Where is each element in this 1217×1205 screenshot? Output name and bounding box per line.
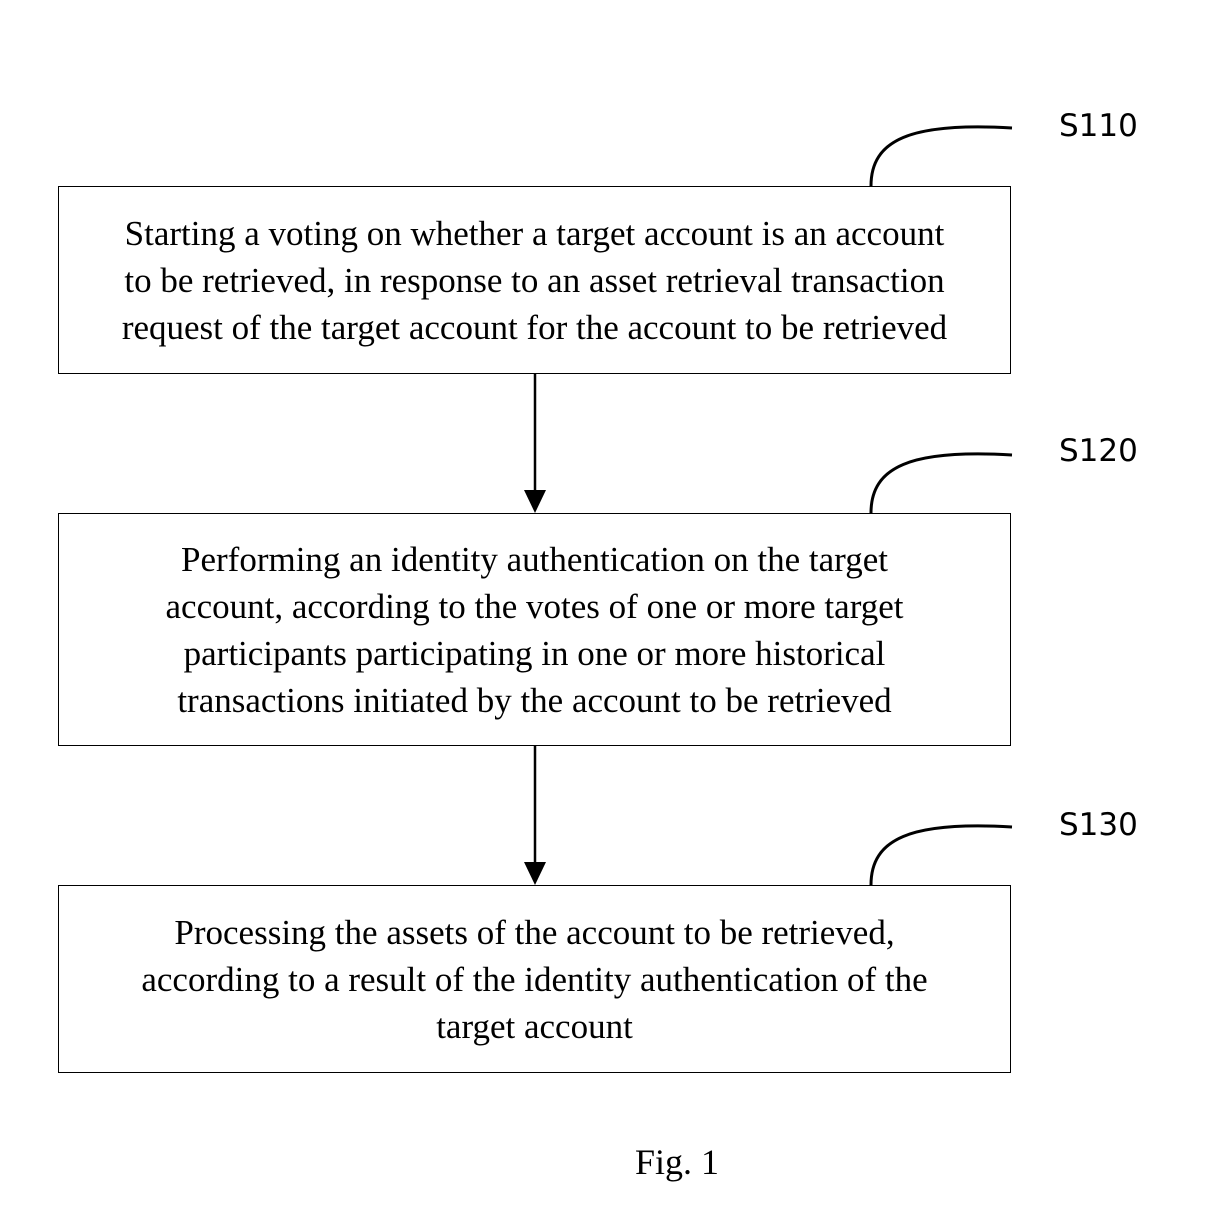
step-text-s110: Starting a voting on whether a target ac… — [122, 210, 947, 351]
step-text-s130: Processing the assets of the account to … — [141, 909, 927, 1050]
step-text-s120: Performing an identity authentication on… — [166, 536, 904, 724]
arrowhead-s120-to-s130 — [524, 862, 546, 885]
leader-curve-s130 — [871, 826, 1012, 885]
step-box-s120: Performing an identity authentication on… — [58, 513, 1011, 746]
step-label-s130: S130 — [1059, 810, 1138, 841]
step-box-s110: Starting a voting on whether a target ac… — [58, 186, 1011, 374]
step-label-s110: S110 — [1059, 111, 1138, 142]
figure-caption: Fig. 1 — [635, 1144, 719, 1180]
leader-curve-s120 — [871, 454, 1012, 513]
arrowhead-s110-to-s120 — [524, 490, 546, 513]
step-label-s120: S120 — [1059, 436, 1138, 467]
step-box-s130: Processing the assets of the account to … — [58, 885, 1011, 1073]
leader-curve-s110 — [871, 127, 1012, 186]
